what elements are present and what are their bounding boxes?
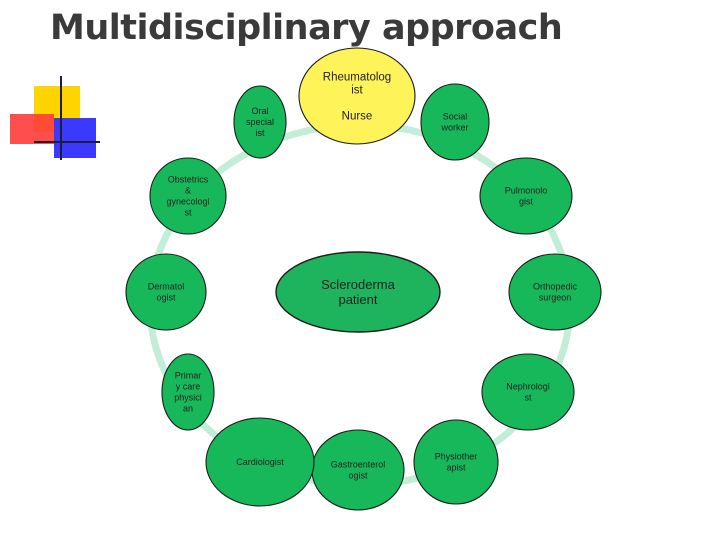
node-rheumatologist-label: ist [351, 85, 363, 97]
node-obstetrics-gynecologist-label: Obstetrics [168, 175, 209, 185]
node-pulmonologist-label: Pulmonolo [505, 186, 548, 196]
node-center-label: Scleroderma [321, 277, 395, 292]
node-gastroenterologist-label: ogist [348, 471, 368, 481]
node-obstetrics-gynecologist-label: gynecologi [166, 197, 209, 207]
node-oral-specialist-shape [233, 85, 287, 159]
node-nephrologist-label: Nephrologi [506, 382, 550, 392]
node-physiotherapist-label: Physiother [435, 452, 478, 462]
node-primary-care-physician-label: an [183, 404, 193, 414]
node-dermatologist-label: Dermatol [148, 282, 185, 292]
node-nephrologist-shape [481, 353, 575, 431]
node-social-worker-label: Social [443, 112, 468, 122]
node-center-shape [275, 251, 441, 333]
node-dermatologist-shape [125, 253, 207, 331]
node-pulmonologist-shape [479, 157, 573, 235]
node-gastroenterologist-label: Gastroenterol [331, 460, 386, 470]
page-title: Multidisciplinary approach [50, 8, 563, 48]
node-center-label: patient [338, 292, 377, 307]
node-obstetrics-gynecologist-label: st [184, 208, 192, 218]
node-oral-specialist-label: Oral [251, 106, 268, 116]
node-oral-specialist-label: ist [256, 128, 265, 138]
node-primary-care-physician-label: physici [174, 393, 202, 403]
node-oral-specialist-label: special [246, 117, 274, 127]
node-orthopedic-surgeon-label: surgeon [539, 293, 572, 303]
node-primary-care-physician-label: Primar [175, 371, 202, 381]
node-nephrologist-label: st [524, 393, 532, 403]
node-physiotherapist-shape [413, 419, 499, 505]
node-cardiologist-shape [205, 417, 315, 507]
node-obstetrics-gynecologist-shape [149, 157, 227, 235]
node-rheumatologist-shape [298, 47, 416, 145]
node-orthopedic-surgeon-label: Orthopedic [533, 282, 578, 292]
deco-horizontal-line [34, 141, 100, 143]
node-dermatologist-label: ogist [156, 293, 176, 303]
node-primary-care-physician-label: y care [176, 382, 201, 392]
deco-vertical-line [60, 76, 62, 160]
node-pulmonologist-label: gist [519, 197, 534, 207]
node-cardiologist: Cardiologist [205, 417, 315, 507]
deco-red-square [10, 114, 54, 144]
node-social-worker-shape [420, 83, 490, 161]
node-rheumatologist-label: Nurse [342, 111, 373, 123]
node-obstetrics-gynecologist-label: & [185, 186, 191, 196]
node-physiotherapist-label: apist [446, 463, 466, 473]
node-social-worker-label: worker [440, 123, 468, 133]
node-rheumatologist-label: Rheumatolog [323, 72, 391, 84]
node-cardiologist-label: Cardiologist [236, 457, 284, 467]
node-orthopedic-surgeon-shape [508, 253, 602, 331]
node-primary-care-physician-shape [161, 353, 215, 431]
